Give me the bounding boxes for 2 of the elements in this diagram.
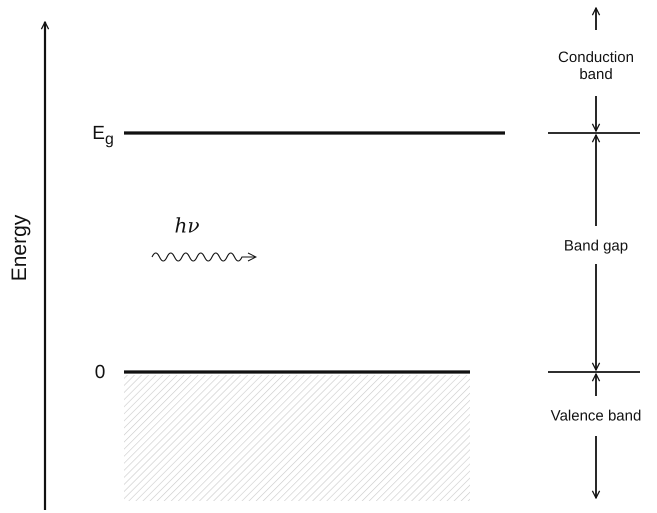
level-label: E$_{g}$: [92, 123, 114, 149]
band-label: Band gap: [564, 237, 628, 255]
